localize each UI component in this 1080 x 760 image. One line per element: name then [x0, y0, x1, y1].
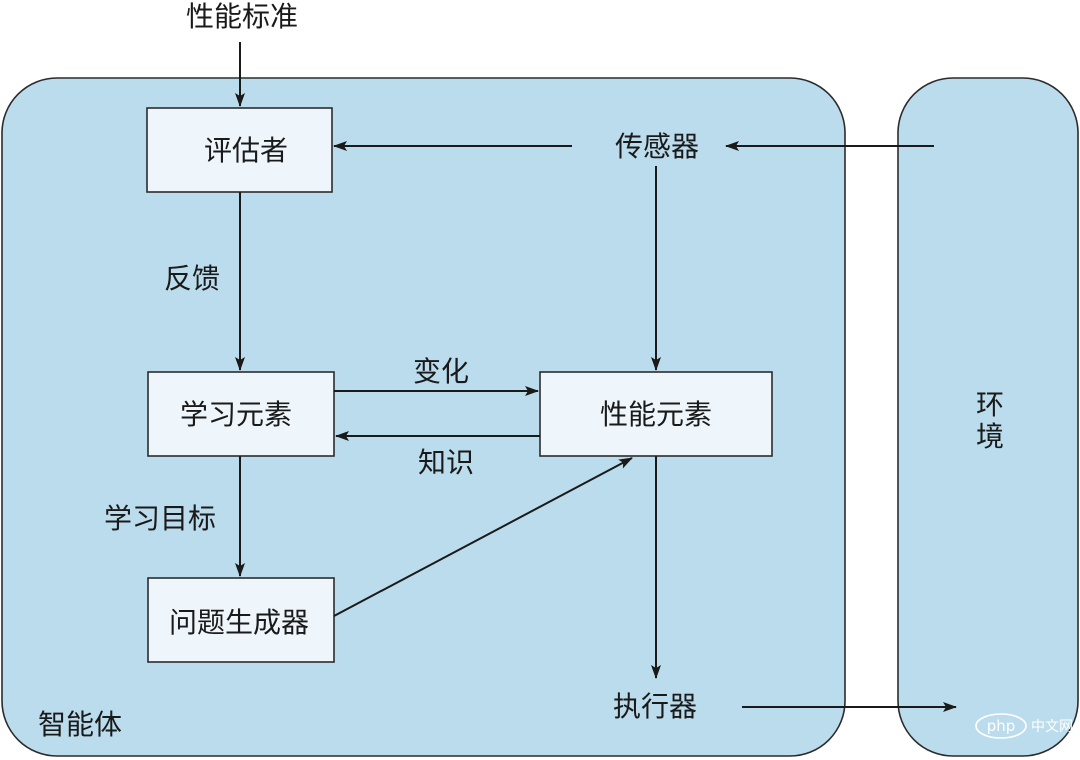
watermark-logo-icon — [975, 713, 1027, 739]
problem-generator-label: 问题生成器 — [169, 606, 309, 639]
watermark-site-text: 中文网 — [1031, 719, 1073, 735]
sensors-label: 传感器 — [615, 130, 699, 163]
learning-goals-label: 学习目标 — [104, 502, 216, 535]
watermark-logo-text: php — [987, 717, 1016, 735]
watermark: php 中文网 — [975, 713, 1073, 739]
actuators-label: 执行器 — [613, 690, 697, 723]
critic-label: 评估者 — [204, 134, 288, 167]
performance-element-box — [539, 371, 773, 457]
feedback-label: 反馈 — [164, 262, 220, 295]
problem-generator-to-performance-arrow — [333, 457, 633, 617]
problem-generator-box — [147, 577, 335, 663]
learning-element-label: 学习元素 — [180, 398, 292, 431]
environment-label-bottom: 境 — [976, 420, 1004, 453]
agent-label: 智能体 — [38, 708, 122, 741]
performance-element-label: 性能元素 — [600, 398, 712, 431]
knowledge-label: 知识 — [418, 446, 474, 479]
changes-label: 变化 — [413, 355, 469, 388]
learning-element-box — [147, 371, 335, 457]
environment-region — [897, 77, 1079, 757]
performance-standard-label: 性能标准 — [186, 0, 298, 33]
environment-label-top: 环 — [976, 388, 1004, 421]
